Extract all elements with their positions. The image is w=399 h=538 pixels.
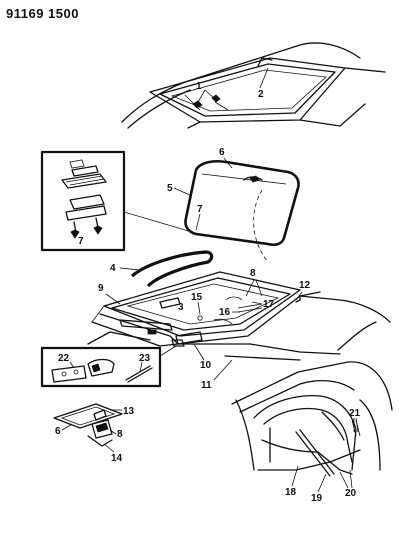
callout-5: 5 [167,183,173,194]
callout-10: 10 [200,360,212,371]
callout-19: 19 [311,493,323,504]
callout-11: 11 [201,380,212,391]
callout-16: 16 [219,307,231,318]
callout-22: 22 [58,353,70,364]
callout-21: 21 [349,408,361,419]
callout-9: 9 [98,283,104,294]
callout-2: 2 [258,89,264,100]
callout-8-frame: 8 [250,268,256,279]
callout-15: 15 [191,292,203,303]
callout-7-inset: 7 [78,236,84,247]
callout-20: 20 [345,488,357,499]
glass-panel [184,159,300,263]
callout-17: 17 [263,299,275,310]
seal-strip [130,250,214,288]
roof-opening-view [121,42,386,129]
callout-7-panel: 7 [197,204,203,215]
drive-detail-inset [40,346,162,388]
callout-6-bracket: 6 [55,426,61,437]
callout-12: 12 [299,280,311,291]
callout-13: 13 [123,406,135,417]
callout-4: 4 [110,263,116,274]
callout-23: 23 [139,353,151,364]
document-id: 91169 1500 [6,6,79,21]
callout-3: 3 [178,302,184,313]
callout-14: 14 [111,453,123,464]
latch-detail-inset [40,150,126,252]
callout-8-bracket: 8 [117,429,123,440]
callout-18: 18 [285,487,297,498]
frame-assembly [87,271,391,361]
callout-6-top: 6 [219,147,225,158]
rear-quarter-view [231,361,393,477]
callout-1: 1 [196,81,202,92]
